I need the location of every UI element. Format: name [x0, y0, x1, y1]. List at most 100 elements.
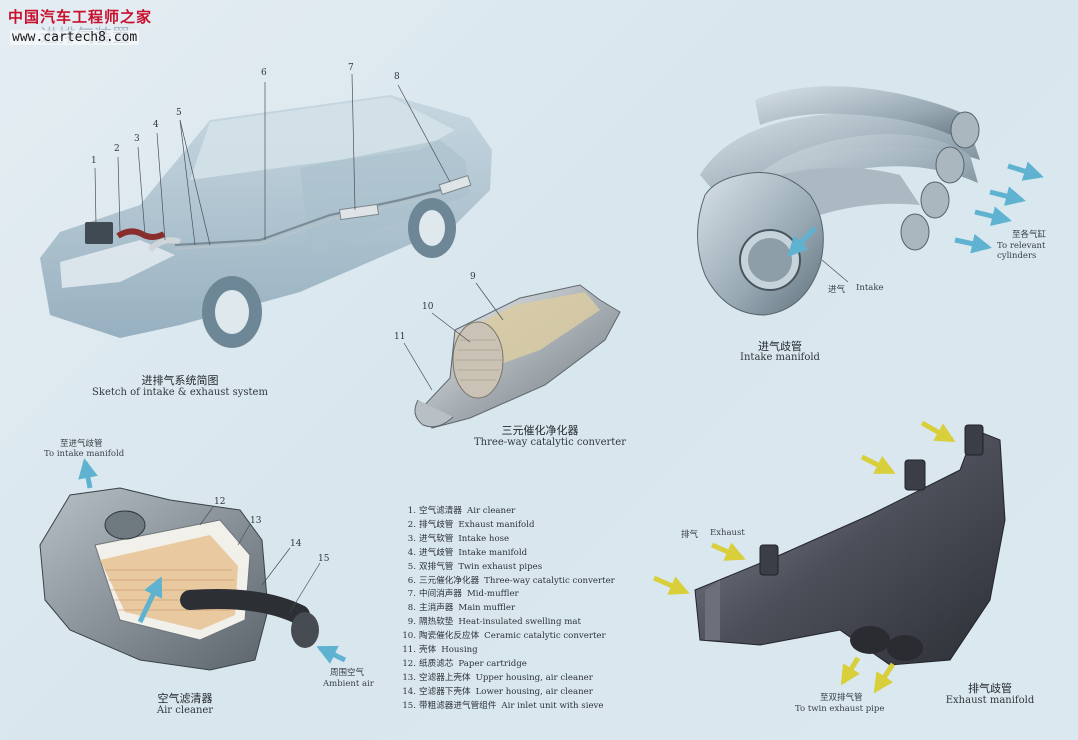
catalytic-converter-illustration: [403, 282, 621, 429]
legend-row: 3.进气软管 Intake hose: [400, 533, 615, 547]
legend-label-cn: 陶瓷催化反应体: [419, 631, 480, 642]
exhaust-manifold-caption-en: Exhaust manifold: [945, 695, 1035, 706]
converter-caption-en: Three-way catalytic converter: [474, 437, 626, 448]
exhaust-manifold-caption-cn: 排气歧管: [968, 682, 1012, 695]
ambient-air-label-en: Ambient air: [323, 679, 374, 689]
legend-row: 5.双排气管 Twin exhaust pipes: [400, 561, 615, 575]
parts-legend: 1.空气滤清器 Air cleaner 2.排气歧管 Exhaust manifold…: [400, 505, 615, 714]
legend-row: 6.三元催化净化器 Three-way catalytic converter: [400, 575, 615, 589]
legend-number: 12.: [402, 658, 416, 669]
legend-row: 13.空滤器上壳体 Upper housing, air cleaner: [400, 672, 615, 686]
legend-label-cn: 中间消声器: [419, 589, 462, 600]
legend-label-en: Paper cartridge: [458, 658, 527, 669]
callout-6: 6: [261, 68, 267, 78]
callout-1: 1: [91, 156, 97, 166]
legend-label-en: Main muffler: [458, 603, 516, 614]
legend-row: 9.隔热软垫 Heat-insulated swelling mat: [400, 616, 615, 630]
legend-label-cn: 隔热软垫: [419, 617, 454, 628]
legend-label-cn: 主消声器: [419, 603, 454, 614]
callout-8: 8: [394, 72, 400, 82]
legend-label-cn: 双排气管: [419, 561, 454, 572]
callout-9: 9: [470, 272, 476, 282]
legend-number: 2.: [407, 519, 416, 530]
exhaust-manifold-illustration: [652, 420, 1006, 694]
legend-label-en: Air cleaner: [466, 506, 516, 516]
car-sketch-illustration: [40, 73, 492, 348]
legend-label-en: Housing: [441, 645, 478, 656]
legend-number: 4.: [407, 547, 416, 558]
intake-manifold-caption-en: Intake manifold: [740, 352, 820, 363]
legend-label-en: Upper housing, air cleaner: [475, 672, 593, 683]
legend-label-cn: 排气歧管: [419, 519, 454, 530]
legend-label-en: Exhaust manifold: [458, 519, 535, 530]
legend-label-en: Three-way catalytic converter: [484, 575, 615, 586]
air-cleaner-caption-en: Air cleaner: [156, 705, 214, 716]
ambient-air-label-cn: 周围空气: [330, 668, 365, 678]
legend-label-cn: 进气歧管: [419, 547, 454, 558]
legend-row: 15.带粗滤器进气管组件 Air inlet unit with sieve: [400, 700, 615, 714]
legend-number: 3.: [407, 533, 416, 544]
intake-label-cn: 进气: [828, 285, 846, 295]
converter-caption-cn: 三元催化净化器: [501, 424, 579, 437]
legend-number: 11.: [402, 645, 416, 656]
legend-label-en: Ceramic catalytic converter: [484, 631, 606, 642]
twin-pipe-label-en: To twin exhaust pipe: [795, 704, 885, 714]
legend-label-cn: 空气滤清器: [419, 506, 462, 516]
legend-number: 15.: [402, 700, 416, 711]
legend-label-cn: 三元催化净化器: [419, 575, 480, 586]
legend-number: 9.: [407, 617, 416, 628]
legend-row: 1.空气滤清器 Air cleaner: [400, 505, 615, 519]
legend-row: 2.排气歧管 Exhaust manifold: [400, 519, 615, 533]
legend-label-cn: 空滤器上壳体: [419, 672, 471, 683]
legend-number: 10.: [402, 631, 416, 642]
watermark-site-name: 中国汽车工程师之家: [8, 8, 153, 26]
legend-label-cn: 带粗滤器进气管组件: [419, 700, 497, 711]
legend-label-en: Twin exhaust pipes: [458, 561, 543, 572]
to-cylinders-label-cn: 至各气缸: [1012, 230, 1047, 240]
legend-row: 10.陶瓷催化反应体 Ceramic catalytic converter: [400, 630, 615, 644]
legend-label-cn: 进气软管: [419, 533, 454, 544]
legend-label-en: Heat-insulated swelling mat: [458, 617, 581, 628]
twin-pipe-label-cn: 至双排气管: [820, 693, 863, 703]
intake-manifold-illustration: [697, 86, 1044, 316]
to-intake-manifold-label-en: To intake manifold: [44, 449, 125, 459]
callout-15: 15: [318, 554, 330, 564]
intake-label-en: Intake: [856, 283, 884, 293]
sketch-caption-cn: 进排气系统简图: [141, 374, 219, 387]
intake-manifold-caption-cn: 进气歧管: [758, 340, 802, 353]
legend-number: 7.: [407, 589, 416, 600]
callout-4: 4: [153, 120, 159, 130]
legend-label-en: Lower housing, air cleaner: [475, 686, 593, 697]
legend-label-cn: 空滤器下壳体: [419, 686, 471, 697]
legend-number: 13.: [402, 672, 416, 683]
sketch-caption-en: Sketch of intake & exhaust system: [92, 387, 268, 398]
exhaust-label-en: Exhaust: [710, 528, 745, 538]
legend-number: 1.: [407, 506, 416, 516]
legend-label-en: Intake hose: [458, 533, 510, 544]
callout-14: 14: [290, 539, 302, 549]
callout-5: 5: [176, 108, 182, 118]
to-cylinders-label-en: To relevant cylinders: [997, 241, 1046, 261]
air-cleaner-caption-cn: 空气滤清器: [157, 692, 213, 705]
legend-label-en: Air inlet unit with sieve: [501, 700, 604, 711]
legend-number: 5.: [407, 561, 416, 572]
callout-12: 12: [214, 497, 226, 507]
air-cleaner-illustration: [39, 458, 347, 671]
callout-2: 2: [114, 144, 120, 154]
legend-row: 12.纸质滤芯 Paper cartridge: [400, 658, 615, 672]
callout-11: 11: [394, 332, 406, 342]
callout-10: 10: [422, 302, 434, 312]
exhaust-label-cn: 排气: [681, 530, 699, 540]
watermark-url: www.cartech8.com: [10, 30, 140, 45]
legend-number: 6.: [407, 575, 416, 586]
legend-label-cn: 纸质滤芯: [419, 658, 454, 669]
to-intake-manifold-label-cn: 至进气歧管: [60, 439, 103, 449]
callout-7: 7: [348, 63, 354, 73]
callout-13: 13: [250, 516, 262, 526]
